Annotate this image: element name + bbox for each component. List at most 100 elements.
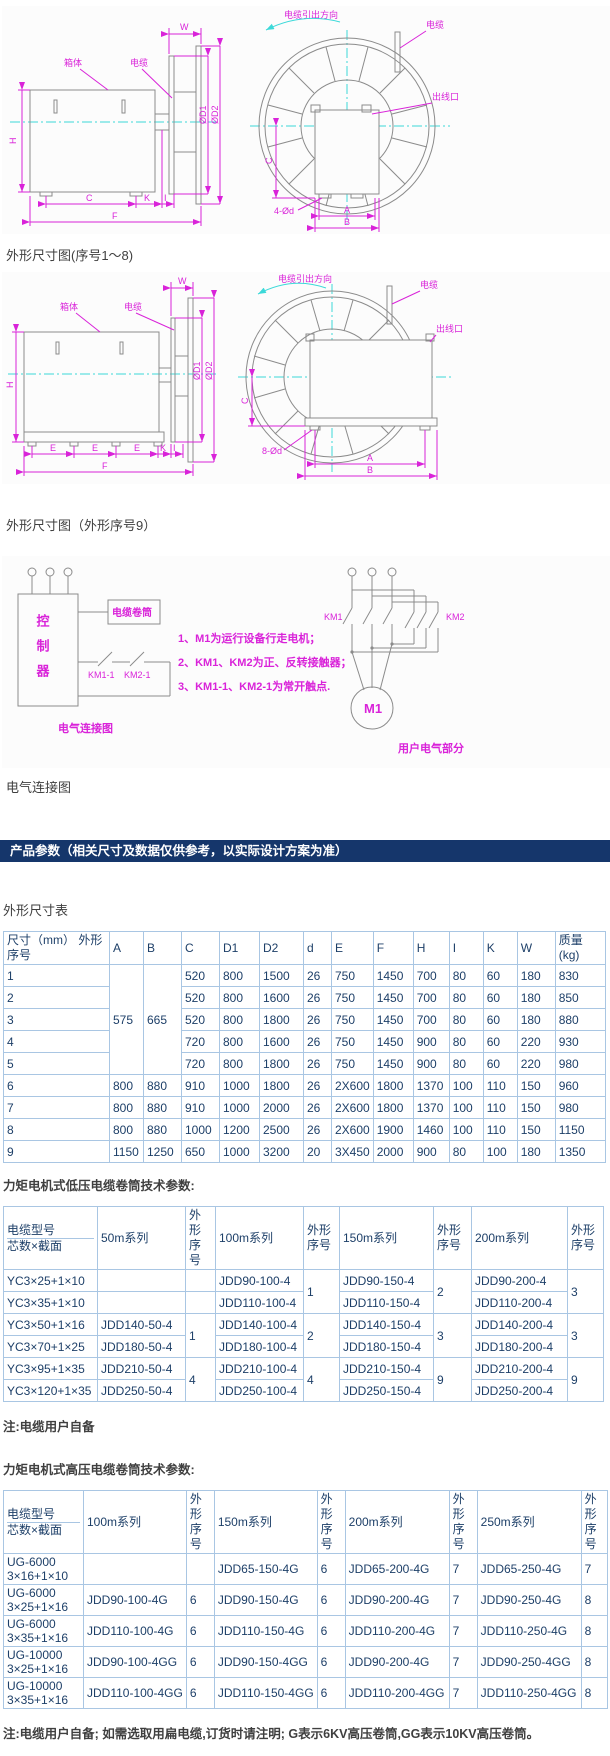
table-cell: 3 bbox=[567, 1269, 604, 1314]
dimension-drawing-2-svg: 箱体 电缆 W H E E E K bbox=[5, 273, 463, 480]
outlet-label: 出线口 bbox=[436, 323, 463, 334]
table-cell: 1450 bbox=[372, 1052, 414, 1075]
user-side-label: 用户电气部分 bbox=[398, 741, 464, 755]
table-cell: 2X600 bbox=[331, 1096, 374, 1119]
table-cell: 8 bbox=[580, 1646, 608, 1678]
dim-f: F bbox=[112, 211, 118, 221]
controller-label: 控制器 bbox=[35, 613, 51, 689]
cell-line: UG-10000 bbox=[7, 1679, 63, 1693]
table-cell: JDD210-50-4 bbox=[97, 1357, 186, 1380]
header-cell: 50m系列 bbox=[97, 1206, 186, 1270]
table-cell: 60 bbox=[482, 1052, 518, 1075]
note-1: 1、M1为运行设备行走电机； bbox=[178, 631, 320, 645]
reel-box-label: 电缆卷筒 bbox=[112, 606, 152, 619]
table-cell: 2000 bbox=[259, 1096, 304, 1119]
dim-k: K bbox=[144, 193, 150, 203]
table-cell: JDD65-150-4G bbox=[213, 1553, 318, 1585]
header-cell: 质量(kg) bbox=[554, 931, 606, 965]
table-cell: JDD90-150-4G bbox=[213, 1584, 318, 1616]
cell-line: 3×25+1×16 bbox=[7, 1662, 69, 1676]
table-cell: JDD110-150-4 bbox=[339, 1291, 434, 1314]
header-cell: C bbox=[181, 931, 220, 965]
table-cell: JDD210-100-4 bbox=[215, 1357, 304, 1380]
table-cell: 520 bbox=[181, 964, 220, 987]
table-cell: JDD90-150-4GG bbox=[213, 1646, 318, 1678]
header-cell: F bbox=[372, 931, 414, 965]
cable-label: 电缆 bbox=[130, 57, 148, 68]
table-cell: JDD250-100-4 bbox=[215, 1379, 304, 1402]
header-cell: 外形序号 bbox=[448, 1490, 478, 1554]
table-cell: 750 bbox=[331, 1030, 374, 1053]
table-cell: 930 bbox=[554, 1030, 606, 1053]
table-cell: 6 bbox=[316, 1553, 346, 1585]
header-cell: D2 bbox=[259, 931, 304, 965]
table-cell: 20 bbox=[303, 1140, 332, 1163]
header-cell: E bbox=[331, 931, 374, 965]
table-cell: 800 bbox=[219, 1030, 260, 1053]
table-cell: 220 bbox=[516, 1030, 556, 1053]
table-cell: JDD110-250-4G bbox=[476, 1615, 582, 1647]
km1-label: KM1 bbox=[324, 612, 343, 622]
table-cell: 60 bbox=[482, 1030, 518, 1053]
table-cell: 960 bbox=[554, 1074, 606, 1097]
cell-line: UG-10000 bbox=[7, 1648, 63, 1662]
table-cell: 880 bbox=[143, 1074, 182, 1097]
table-cell: 2X600 bbox=[331, 1074, 374, 1097]
table-cell: JDD110-100-4 bbox=[215, 1291, 304, 1314]
header-cell: 外形序号 bbox=[316, 1490, 346, 1554]
table-cell: JDD250-150-4 bbox=[339, 1379, 434, 1402]
table-cell: 900 bbox=[412, 1030, 450, 1053]
table-cell: 520 bbox=[181, 986, 220, 1009]
table-cell: 700 bbox=[412, 1008, 450, 1031]
table-cell: 60 bbox=[482, 986, 518, 1009]
table-cell: 800 bbox=[109, 1118, 144, 1141]
cell-line: 3×25+1×16 bbox=[7, 1600, 69, 1614]
table-cell: 720 bbox=[181, 1030, 220, 1053]
cell-line: UG-6000 bbox=[7, 1555, 56, 1569]
table-cell: 150 bbox=[516, 1074, 556, 1097]
table-cell: 6 bbox=[185, 1677, 215, 1709]
table-cell: 900 bbox=[412, 1052, 450, 1075]
table-cell: 180 bbox=[516, 964, 556, 987]
table-cell: 80 bbox=[448, 1008, 484, 1031]
table-cell: 100 bbox=[448, 1096, 484, 1119]
table-cell: 3200 bbox=[259, 1140, 304, 1163]
table-cell: 26 bbox=[303, 1052, 332, 1075]
table-cell: 910 bbox=[181, 1074, 220, 1097]
table-cell: 650 bbox=[181, 1140, 220, 1163]
table-cell: 800 bbox=[219, 986, 260, 1009]
table-cell: 1150 bbox=[109, 1140, 144, 1163]
dim-d1: ØD1 bbox=[198, 105, 208, 124]
header-cell: 150m系列 bbox=[213, 1490, 318, 1554]
table-cell: JDD110-200-4GG bbox=[344, 1677, 450, 1709]
table-cell: 800 bbox=[219, 1008, 260, 1031]
table-cell: JDD140-150-4 bbox=[339, 1313, 434, 1336]
table-cell: 9 bbox=[433, 1357, 472, 1402]
km1-aux-label: KM1-1 bbox=[88, 670, 115, 680]
bolt-label: 8-Ød bbox=[262, 446, 282, 456]
cell-line: 3×35+1×16 bbox=[7, 1631, 69, 1645]
table-cell: JDD180-50-4 bbox=[97, 1335, 186, 1358]
table-cell: JDD250-50-4 bbox=[97, 1379, 186, 1402]
table-cell: 700 bbox=[412, 986, 450, 1009]
table-cell: 1 bbox=[185, 1313, 216, 1358]
table-cell: 26 bbox=[303, 964, 332, 987]
table-cell: 575 bbox=[109, 964, 144, 1075]
table-cell: 7 bbox=[448, 1615, 478, 1647]
table-cell: 750 bbox=[331, 986, 374, 1009]
table-cell: 1500 bbox=[259, 964, 304, 987]
table-cell: 880 bbox=[554, 1008, 606, 1031]
table-cell: YC3×95+1×35 bbox=[3, 1357, 98, 1380]
electrical-diagram-svg: 控制器 电缆卷筒 KM1-1 KM2-1 1、M1为运行设备行走电机； 2、KM… bbox=[17, 567, 465, 755]
cable-front-label: 电缆 bbox=[420, 279, 438, 290]
hv-note: 注:电缆用户自备; 如需选取用扁电缆,订货时请注明; G表示6KV高压卷筒,GG… bbox=[3, 1727, 540, 1741]
